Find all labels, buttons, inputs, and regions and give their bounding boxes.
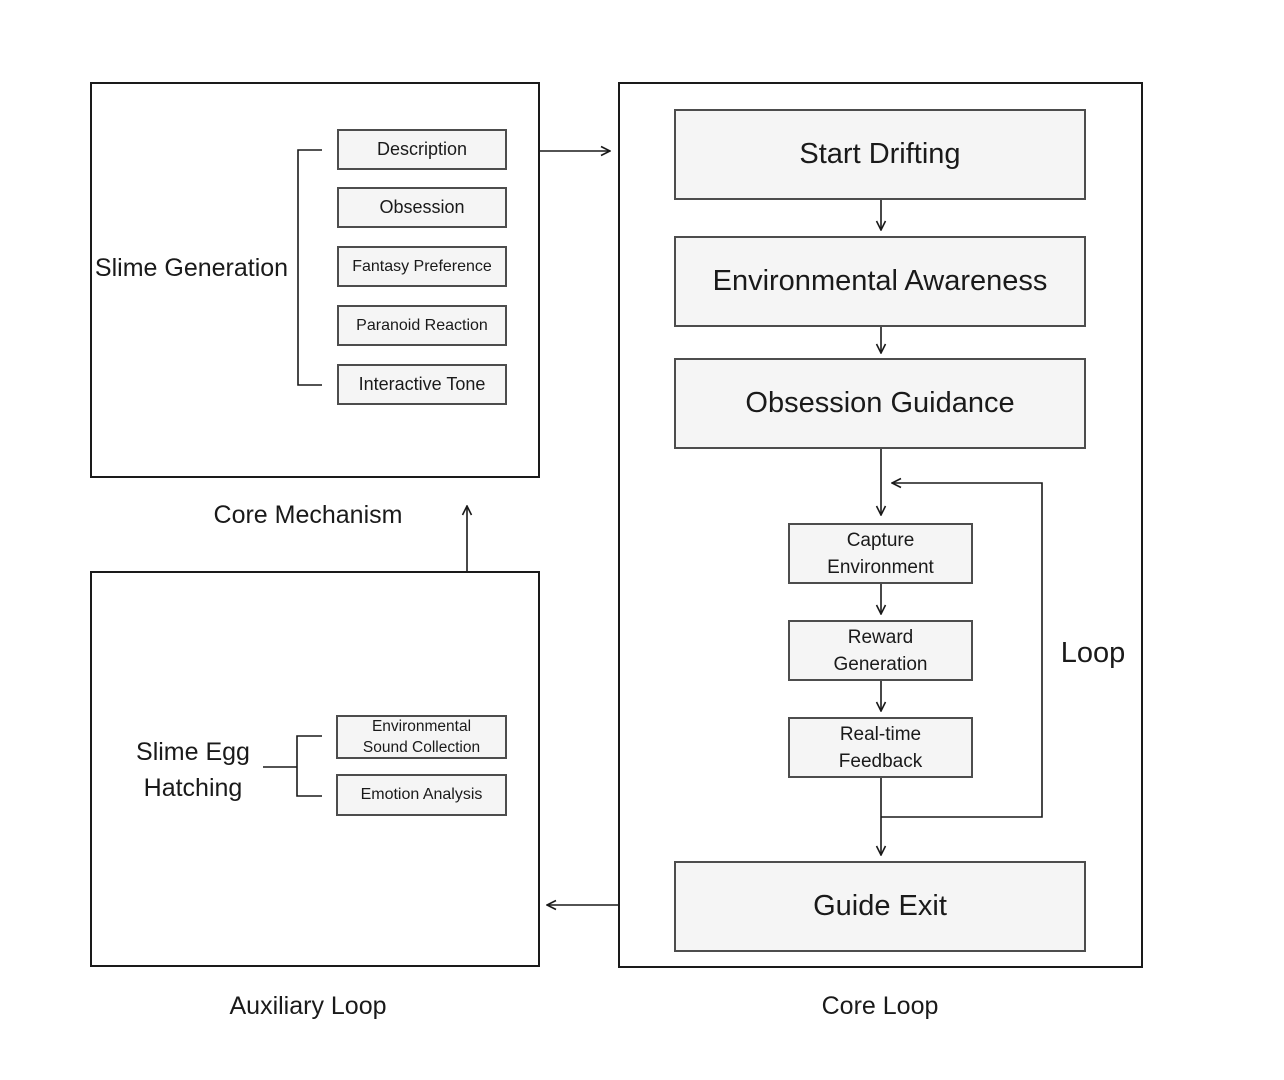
node-environmental-awareness: Environmental Awareness bbox=[674, 236, 1086, 327]
node-obsession: Obsession bbox=[337, 187, 507, 228]
node-guide-exit: Guide Exit bbox=[674, 861, 1086, 952]
caption-auxiliary-loop: Auxiliary Loop bbox=[229, 992, 387, 1020]
group-label-slime-generation: Slime Generation bbox=[94, 254, 289, 282]
node-reward-generation: Reward Generation bbox=[788, 620, 973, 681]
node-interactive-tone: Interactive Tone bbox=[337, 364, 507, 405]
node-description: Description bbox=[337, 129, 507, 170]
node-fantasy-preference: Fantasy Preference bbox=[337, 246, 507, 287]
node-start-drifting: Start Drifting bbox=[674, 109, 1086, 200]
node-capture-environment: Capture Environment bbox=[788, 523, 973, 584]
group-label-slime-egg-hatching: Slime Egg Hatching bbox=[136, 738, 250, 802]
node-emotion-analysis: Emotion Analysis bbox=[336, 774, 507, 816]
node-paranoid-reaction: Paranoid Reaction bbox=[337, 305, 507, 346]
node-obsession-guidance: Obsession Guidance bbox=[674, 358, 1086, 449]
node-environmental-sound-collection: Environmental Sound Collection bbox=[336, 715, 507, 759]
loop-label: Loop bbox=[1060, 637, 1126, 669]
node-realtime-feedback: Real-time Feedback bbox=[788, 717, 973, 778]
caption-core-loop: Core Loop bbox=[821, 992, 939, 1020]
caption-core-mechanism: Core Mechanism bbox=[213, 501, 403, 529]
